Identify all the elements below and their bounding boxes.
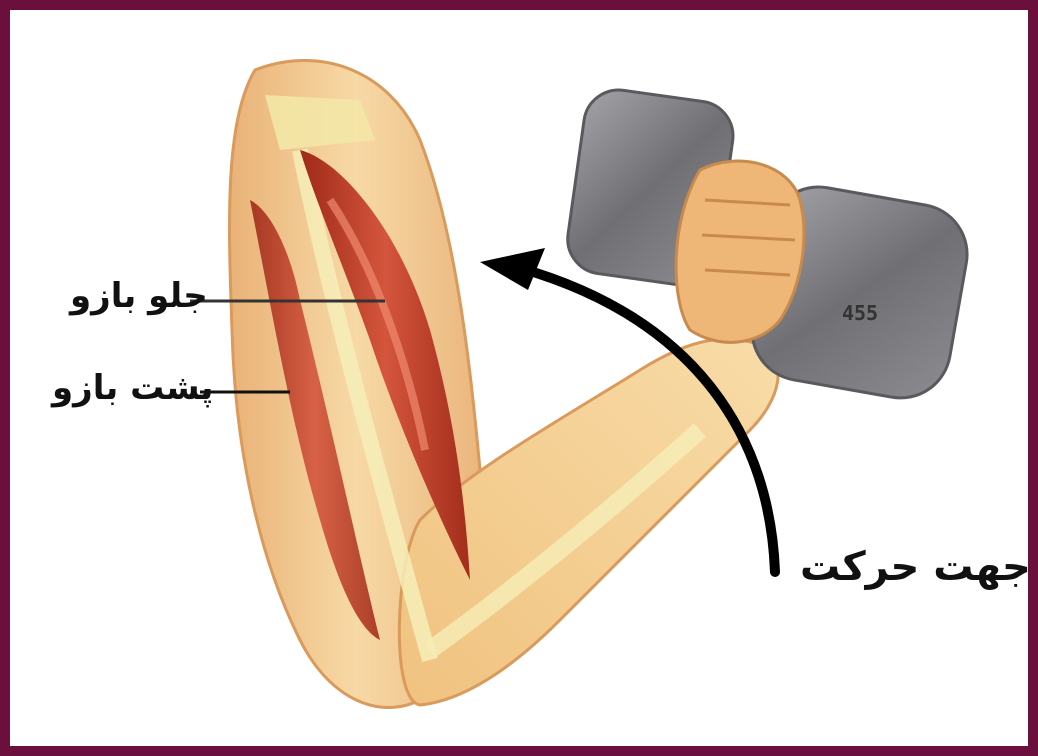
- arrow-head: [480, 248, 545, 290]
- motion-direction-label: جهت حرکت: [800, 544, 1031, 590]
- triceps-label: پشت بازو: [52, 368, 213, 408]
- dumbbell-plate-text: 455: [842, 301, 878, 325]
- hand-fist: [676, 161, 804, 342]
- biceps-label: جلو بازو: [70, 276, 208, 316]
